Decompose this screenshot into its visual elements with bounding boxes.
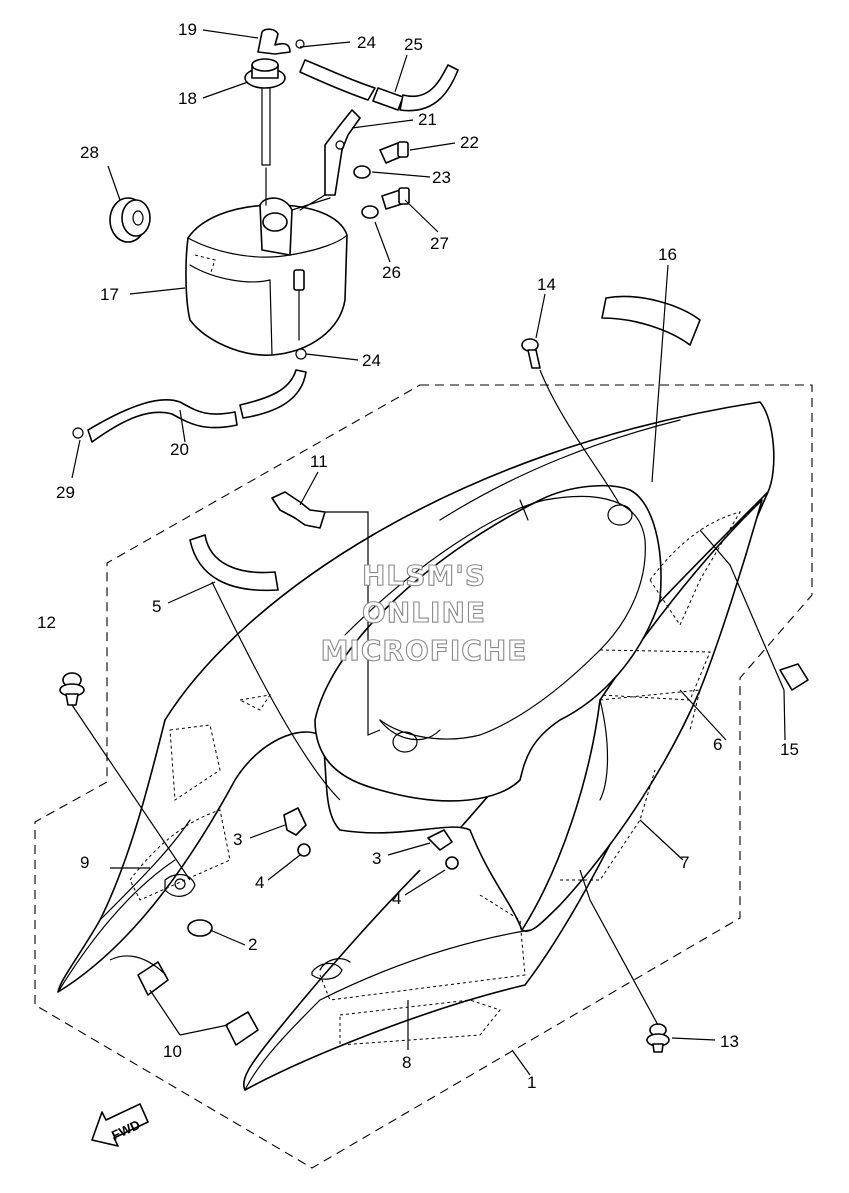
fwd-arrow-icon: FWD [91,1103,149,1147]
callout-22: 22 [460,133,479,152]
callout-20: 20 [170,440,189,459]
pad-10-lower [225,1011,259,1046]
tank-bracket [299,109,410,219]
callout-3-right: 3 [372,849,381,868]
callout-17: 17 [100,285,119,304]
callout-16: 16 [658,245,677,264]
watermark: HLSM'S ONLINE MICROFICHE [320,558,528,667]
pad-10-upper [137,961,169,996]
grommet [109,197,151,243]
callout-9: 9 [80,853,89,872]
callout-1: 1 [527,1073,536,1092]
clip-3-right [427,829,453,851]
damper-2 [187,919,213,937]
seat-cowl [57,401,775,1091]
rivet-13 [646,1023,670,1053]
callout-5: 5 [152,597,161,616]
callout-25: 25 [404,35,423,54]
oil-tank [185,197,348,356]
callout-24-lower: 24 [362,351,381,370]
callout-4-right: 4 [392,889,401,908]
clip-3-left [283,807,307,836]
callout-28: 28 [80,143,99,162]
callout-10: 10 [163,1042,182,1061]
callout-11: 11 [310,452,328,471]
callout-4-left: 4 [255,873,264,892]
callout-12: 12 [37,613,56,632]
callout-27: 27 [430,234,449,253]
callout-7: 7 [680,853,689,872]
callout-19: 19 [178,20,197,39]
lower-hose [72,348,307,443]
callout-13: 13 [720,1032,739,1051]
collar-4-left [297,843,311,857]
breather-hose [257,28,459,112]
callout-labels: 19 24 25 18 21 22 23 28 27 26 17 16 14 2… [37,20,799,1092]
rivet-12 [59,672,85,706]
callout-6: 6 [713,735,722,754]
tank-cap [244,58,286,206]
callout-23: 23 [432,168,451,187]
callout-26: 26 [382,263,401,282]
callout-2: 2 [248,935,257,954]
leader-lines [71,29,786,1076]
bolt-14 [521,338,541,369]
callout-29: 29 [56,483,75,502]
foam-5 [189,534,279,592]
watermark-line-3: MICROFICHE [321,634,528,667]
callout-21: 21 [418,110,437,129]
callout-3-left: 3 [233,830,242,849]
assembly-group-outline [34,384,813,1169]
watermark-line-2: ONLINE [362,596,486,629]
callout-14: 14 [537,275,556,294]
watermark-line-1: HLSM'S [362,559,486,592]
callout-8: 8 [402,1053,411,1072]
seat-strip [601,295,701,346]
callout-15: 15 [780,740,799,759]
collar-4-right [445,856,459,870]
bracket-11 [271,491,326,529]
callout-18: 18 [178,89,197,108]
callout-24-top: 24 [357,33,376,52]
clip-nut-15 [779,663,809,691]
